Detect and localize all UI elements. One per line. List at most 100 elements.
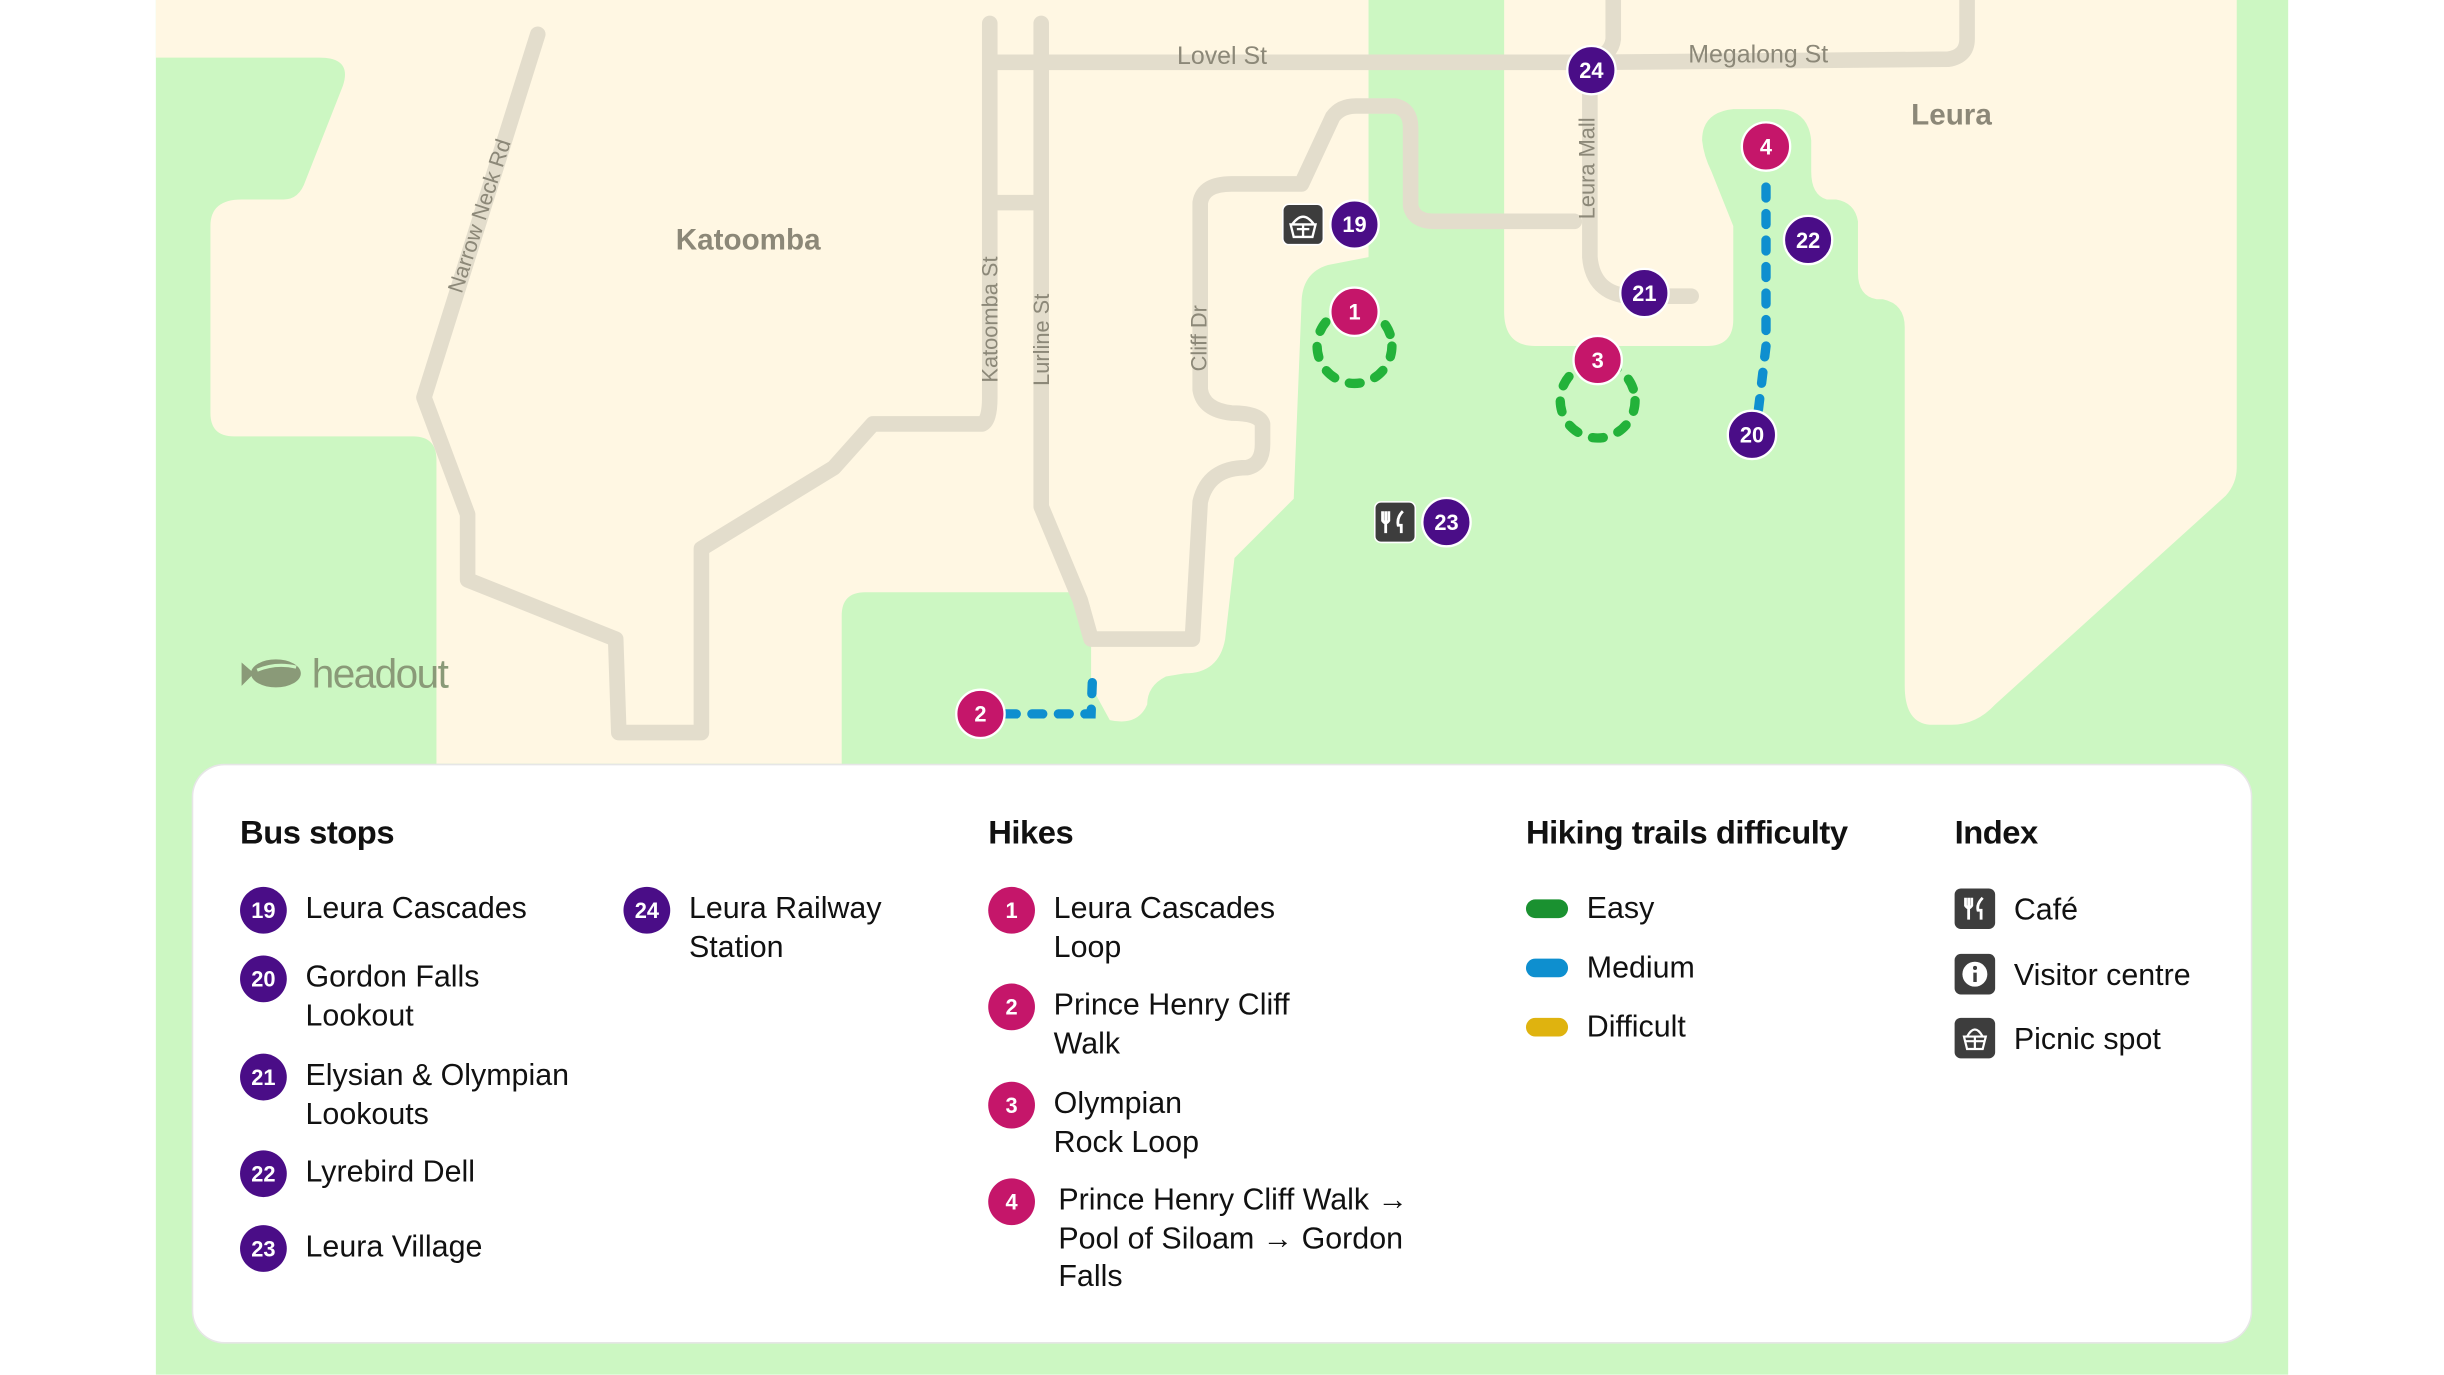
bus-stop-marker-number: 23 (1434, 510, 1458, 535)
bus-stop-marker-number: 20 (1740, 423, 1764, 448)
bus-stop-badge: 23 (240, 1225, 287, 1272)
street-label-katoomba-st: Katoomba St (978, 256, 1003, 382)
index-cafe: Café (1954, 888, 2079, 930)
bus-stop-badge: 20 (240, 955, 287, 1003)
bus-stop-marker-circle (1619, 267, 1670, 319)
hike-marker-number: 4 (1760, 134, 1773, 159)
hike-marker-number: 2 (974, 702, 986, 727)
hike-badge: 1 (988, 886, 1035, 934)
info-icon (1954, 953, 1996, 995)
bus-stop-marker-circle (1566, 44, 1617, 96)
bus-stop-marker-21[interactable]: 21 (1619, 267, 1670, 319)
street-label-lovel: Lovel St (1177, 42, 1267, 70)
hike-marker-1[interactable]: 1 (1329, 286, 1380, 338)
bus-stop-item: 23 Leura Village (240, 1225, 483, 1272)
difficulty-easy: Easy (1525, 890, 1655, 928)
hike-marker-4[interactable]: 4 (1740, 121, 1792, 172)
town-area-leura (1504, 0, 2237, 725)
svg-text:headout: headout (312, 650, 449, 696)
index-label: Café (2013, 893, 2079, 928)
street-label-megalong: Megalong St (1688, 40, 1828, 68)
hike-marker-circle (955, 688, 1006, 740)
difficult-swatch (1525, 1017, 1569, 1037)
hike-label: Prince Henry Cliff Walk (1053, 988, 1290, 1061)
bus-stop-badge: 19 (240, 886, 287, 934)
place-label-katoomba: Katoomba (676, 223, 821, 256)
difficulty-heading: Hiking trails difficulty (1525, 815, 1848, 852)
difficulty-label: Medium (1586, 950, 1695, 986)
bus-stop-badge: 22 (240, 1150, 287, 1198)
hike-marker-circle (1572, 334, 1623, 386)
medium-swatch (1525, 958, 1569, 978)
bus-stop-marker-19[interactable]: 19 (1329, 199, 1380, 250)
hike-badge: 3 (988, 1081, 1035, 1129)
bus-stop-marker-circle (1726, 409, 1778, 461)
bus-stop-marker-24[interactable]: 24 (1566, 44, 1617, 96)
street-label-lurline: Lurline St (1029, 294, 1054, 386)
bus-stop-marker-number: 24 (1579, 58, 1604, 83)
hike-badge: 4 (988, 1178, 1035, 1226)
bus-stop-marker-22[interactable]: 22 (1782, 214, 1834, 266)
cafe-icon (1954, 888, 1996, 929)
bus-stops-heading: Bus stops (240, 815, 395, 852)
hike-marker-circle (1329, 286, 1380, 338)
trail-easy-3 (1555, 358, 1640, 443)
difficulty-label: Easy (1586, 891, 1655, 926)
bus-stop-label: Leura Village (305, 1229, 483, 1265)
hike-marker-circle (1740, 121, 1792, 172)
trail-medium-4 (1753, 182, 1771, 417)
hike-label: Leura Cascades Loop (1053, 891, 1276, 965)
hike-item: 1 Leura Cascades Loop (988, 886, 1284, 966)
trails (1000, 182, 1771, 719)
street-label-cliff-dr: Cliff Dr (1186, 305, 1211, 371)
trail-easy-1 (1312, 303, 1397, 389)
hike-marker-3[interactable]: 3 (1572, 334, 1623, 386)
bus-stop-label: Leura Railway Station (688, 891, 882, 965)
hike-item: 4 Prince Henry Cliff Walk → Pool of Siloa… (988, 1178, 1440, 1296)
hike-label: Olympian Rock Loop (1053, 1086, 1200, 1159)
hike-marker-number: 1 (1348, 300, 1360, 325)
bus-stop-marker-circle (1782, 214, 1834, 266)
hike-marker-number: 3 (1592, 348, 1604, 373)
easy-swatch (1525, 899, 1569, 919)
bus-stop-label: Gordon Falls Lookout (305, 960, 480, 1033)
bus-stop-marker-number: 22 (1796, 228, 1820, 253)
bus-stop-item: 21 Elysian & Olympian Lookouts (240, 1053, 599, 1133)
bus-stop-item: 22 Lyrebird Dell (240, 1150, 476, 1198)
place-label-leura: Leura (1911, 99, 1992, 132)
bus-stop-marker-circle (1421, 496, 1472, 548)
difficulty-medium: Medium (1525, 949, 1695, 987)
index-label: Picnic spot (2013, 1022, 2161, 1057)
hike-label: Prince Henry Cliff Walk → Pool of Siloam… (1058, 1183, 1408, 1294)
bus-stop-label: Lyrebird Dell (305, 1154, 476, 1190)
hikes-heading: Hikes (988, 815, 1074, 852)
bus-stop-marker-number: 19 (1342, 212, 1366, 237)
bus-stop-label: Elysian & Olympian Lookouts (305, 1058, 570, 1131)
hike-badge: 2 (988, 983, 1035, 1031)
headout-logo: headout (241, 650, 450, 696)
bus-stop-marker-23[interactable]: 23 (1421, 496, 1472, 548)
difficulty-label: Difficult (1586, 1010, 1686, 1045)
picnic-spot-marker[interactable] (1282, 203, 1325, 246)
bus-stop-marker-number: 21 (1632, 281, 1656, 306)
hike-item: 2 Prince Henry Cliff Walk (988, 983, 1323, 1063)
difficulty-difficult: Difficult (1525, 1008, 1686, 1046)
bus-stop-badge: 24 (623, 886, 671, 934)
hike-item: 3 Olympian Rock Loop (988, 1081, 1237, 1161)
index-visitor-centre: Visitor centre (1954, 953, 2191, 995)
index-label: Visitor centre (2013, 958, 2191, 993)
bus-stop-badge: 21 (240, 1053, 287, 1101)
bus-stop-item: 20 Gordon Falls Lookout (240, 955, 505, 1035)
street-label-leura-mall: Leura Mall (1575, 117, 1600, 219)
picnic-basket-icon (1954, 1017, 1996, 1059)
trail-medium-2 (1000, 668, 1098, 719)
roads (416, 0, 1975, 741)
bus-stop-marker-20[interactable]: 20 (1726, 409, 1778, 461)
bus-stop-marker-circle (1329, 199, 1380, 250)
hike-marker-2[interactable]: 2 (955, 688, 1006, 740)
cafe-marker[interactable] (1373, 501, 1417, 544)
legend-panel: Bus stops Hikes Hiking trails difficulty… (193, 765, 2251, 1343)
index-heading: Index (1954, 815, 2039, 852)
